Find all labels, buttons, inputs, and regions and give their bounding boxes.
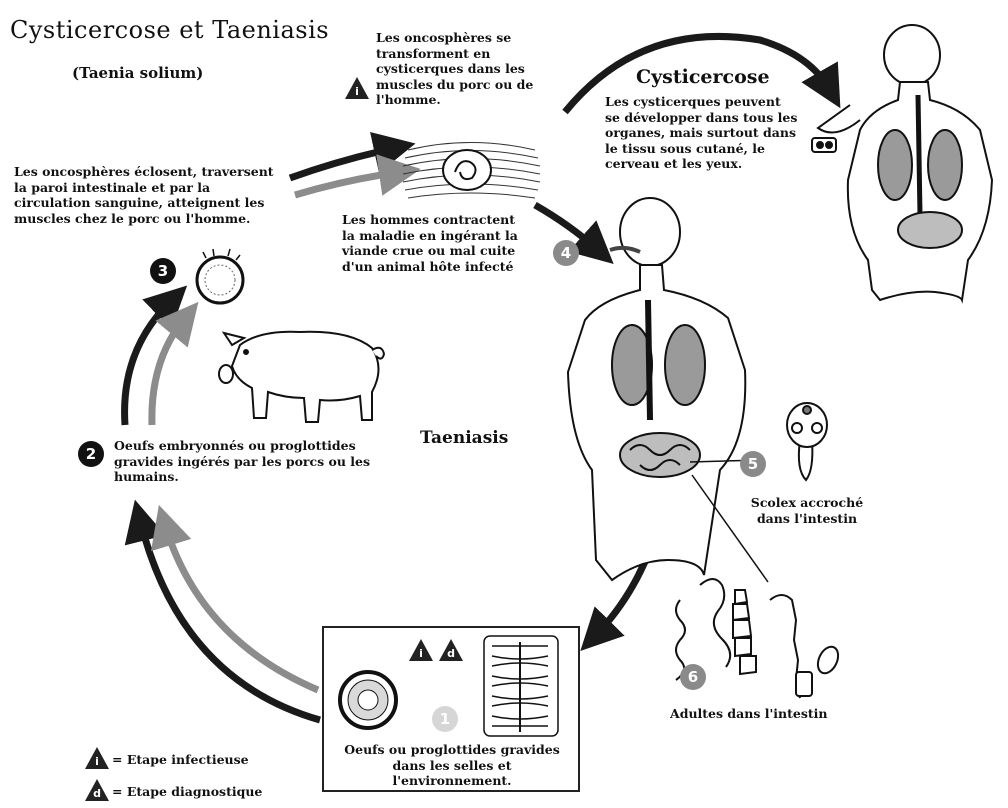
- arrow-to-muscles-gray: [293, 154, 421, 199]
- diagram-title: Cysticercose et Taeniasis: [10, 16, 330, 44]
- legend-diagnostic-label: = Etape diagnostique: [112, 784, 263, 799]
- arrow-to-cysticercose: [562, 32, 841, 115]
- step-5-badge: 5: [740, 451, 766, 477]
- diagram-subtitle: (Taenia solium): [72, 64, 204, 82]
- box-diagnostic-icon: d: [438, 638, 464, 662]
- arrow-box-to-2-gray: [151, 504, 320, 694]
- step-1-badge: 1: [432, 706, 458, 732]
- pointer-adults: [691, 474, 769, 583]
- human-body-center: [566, 197, 747, 582]
- step-2-text: Oeufs embryonnés ou proglottides gravide…: [114, 438, 371, 484]
- legend-diagnostic-icon: d: [84, 778, 110, 802]
- step-4-text: Les hommes contractent la maladie en ing…: [342, 212, 518, 274]
- step-2-badge: 2: [78, 441, 104, 467]
- arrow-2-to-3-gray: [148, 301, 199, 426]
- egg: [338, 670, 398, 730]
- pig: [218, 330, 386, 423]
- cysticercose-heading: Cysticercose: [636, 66, 770, 88]
- step-6-text: Adultes dans l'intestin: [670, 706, 828, 721]
- arrow-box-to-2-dark: [124, 499, 321, 724]
- arrow-2-to-3-dark: [121, 285, 188, 426]
- box-infectious-icon: i: [408, 638, 434, 662]
- step-1-text: Oeufs ou proglottides gravides dans les …: [344, 742, 560, 788]
- adult-worms: [675, 578, 840, 699]
- arrow-to-muscles-dark: [288, 131, 416, 182]
- cysticercose-text: Les cysticerques peuvent se développer d…: [605, 94, 798, 171]
- infectious-stage-icon: i: [344, 76, 370, 100]
- legend-infectious-icon: i: [84, 746, 110, 770]
- legend-infectious-label: = Etape infectieuse: [112, 752, 249, 767]
- oncosphere: [195, 248, 245, 305]
- step-5-text: Scolex accroché dans l'intestin: [750, 495, 864, 526]
- scolex: [786, 402, 828, 482]
- step-6-badge: 6: [680, 664, 706, 690]
- gravid-proglottid: [483, 635, 559, 737]
- human-body-top-right: [811, 24, 994, 304]
- taeniasis-heading: Taeniasis: [420, 428, 509, 448]
- cysticercus-in-muscle: [402, 142, 541, 199]
- step-3-text: Les oncosphères éclosent, traversent la …: [14, 164, 274, 226]
- oncospheres-muscle-text: Les oncosphères se transforment en cysti…: [376, 30, 534, 107]
- step-4-badge: 4: [553, 240, 579, 266]
- arrow-to-human-4: [533, 201, 614, 264]
- step-1-box: [322, 626, 580, 792]
- step-3-badge: 3: [150, 258, 176, 284]
